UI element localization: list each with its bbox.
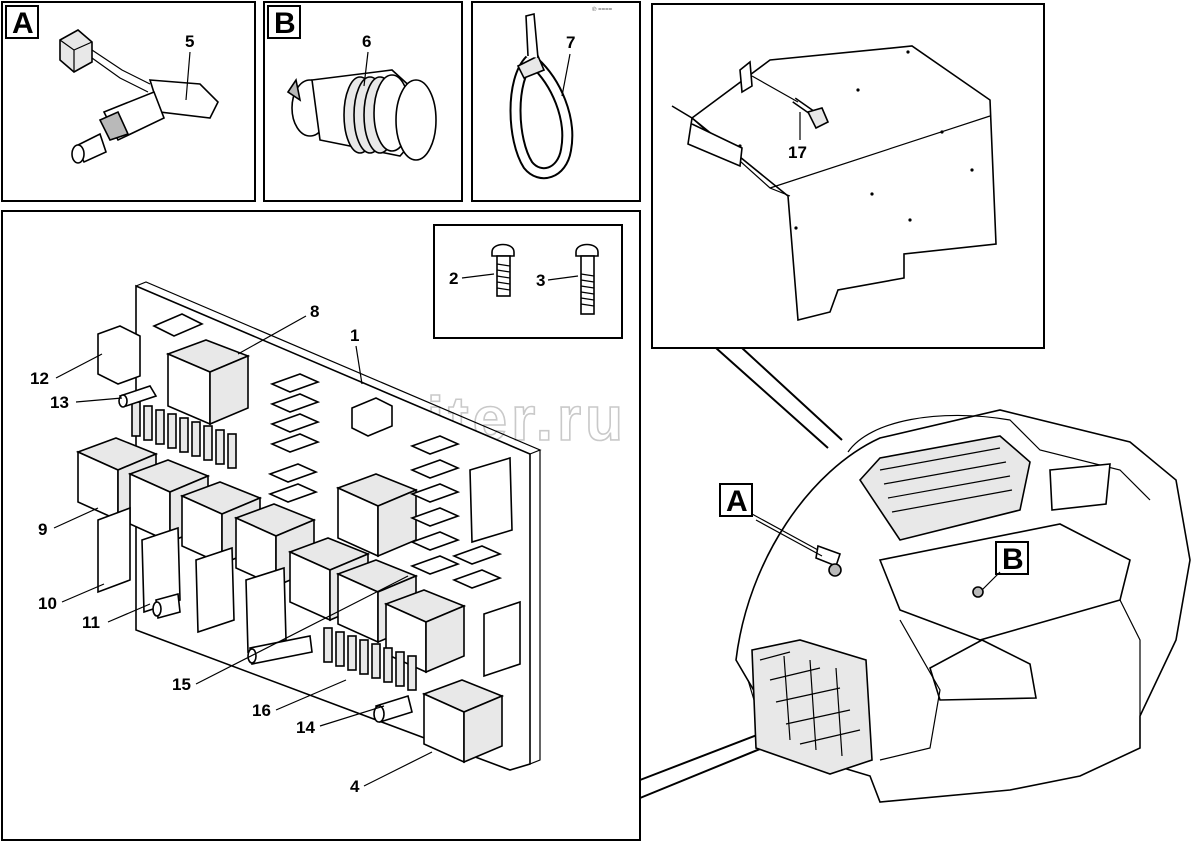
leader-b <box>981 571 1001 591</box>
leader-4 <box>363 751 433 787</box>
panel-b-frame <box>263 1 463 202</box>
label-17: 17 <box>788 143 807 162</box>
grommet-part-6 <box>286 69 437 161</box>
svg-text:A: A <box>726 485 748 518</box>
corner-mark: ℗ ==== <box>592 6 613 13</box>
leader-5 <box>185 51 191 101</box>
screw-part-2 <box>491 243 515 297</box>
leader-6 <box>363 51 369 87</box>
leader-9 <box>53 507 99 529</box>
label-7: 7 <box>566 33 575 52</box>
label-3: 3 <box>536 271 545 290</box>
panel-a-frame <box>1 1 256 202</box>
leader-16 <box>275 679 347 711</box>
leader-15 <box>195 575 409 685</box>
cable-tie-part-7 <box>509 12 574 180</box>
leader-11 <box>107 603 151 623</box>
detail-b-callout: B <box>267 5 301 40</box>
main-callout-b: B <box>995 541 1029 576</box>
leader-12 <box>55 353 103 379</box>
leader-a <box>751 513 823 557</box>
svg-text:B: B <box>1002 543 1024 576</box>
svg-text:A: A <box>12 7 34 40</box>
dashboard-assembly <box>735 409 1191 803</box>
panel-tie-frame <box>471 1 641 202</box>
label-10: 10 <box>38 594 57 613</box>
label-4: 4 <box>350 777 360 796</box>
main-callout-a: A <box>719 483 753 518</box>
screw-part-3 <box>575 243 599 315</box>
leader-17 <box>751 75 801 140</box>
label-9: 9 <box>38 520 47 539</box>
label-15: 15 <box>172 675 191 694</box>
bolt-part-17 <box>792 97 830 130</box>
leader-10 <box>61 583 105 603</box>
leader-8 <box>237 315 307 355</box>
relay-modules <box>75 339 505 764</box>
leader-14 <box>319 705 385 727</box>
leader-13 <box>75 397 123 403</box>
panel-main-frame <box>1 210 641 841</box>
label-14: 14 <box>296 718 315 737</box>
label-16: 16 <box>252 701 271 720</box>
panel-screws-frame <box>433 224 623 339</box>
cover-zoom-leader <box>715 347 843 449</box>
fuse-rows <box>97 313 521 724</box>
cover-plate <box>671 45 997 322</box>
label-2: 2 <box>449 269 458 288</box>
label-13: 13 <box>50 393 69 412</box>
label-12: 12 <box>30 369 49 388</box>
panel-cover-frame <box>651 3 1045 349</box>
label-5: 5 <box>185 32 194 51</box>
label-6: 6 <box>362 32 371 51</box>
leader-3 <box>547 275 579 281</box>
sensor-part-5 <box>59 29 219 164</box>
leader-1 <box>355 345 363 385</box>
leader-2 <box>461 273 495 279</box>
label-8: 8 <box>310 302 319 321</box>
label-1: 1 <box>350 326 359 345</box>
leader-7 <box>561 53 571 97</box>
detail-a-callout: A <box>5 5 39 40</box>
svg-text:B: B <box>274 7 296 40</box>
label-11: 11 <box>82 613 100 632</box>
